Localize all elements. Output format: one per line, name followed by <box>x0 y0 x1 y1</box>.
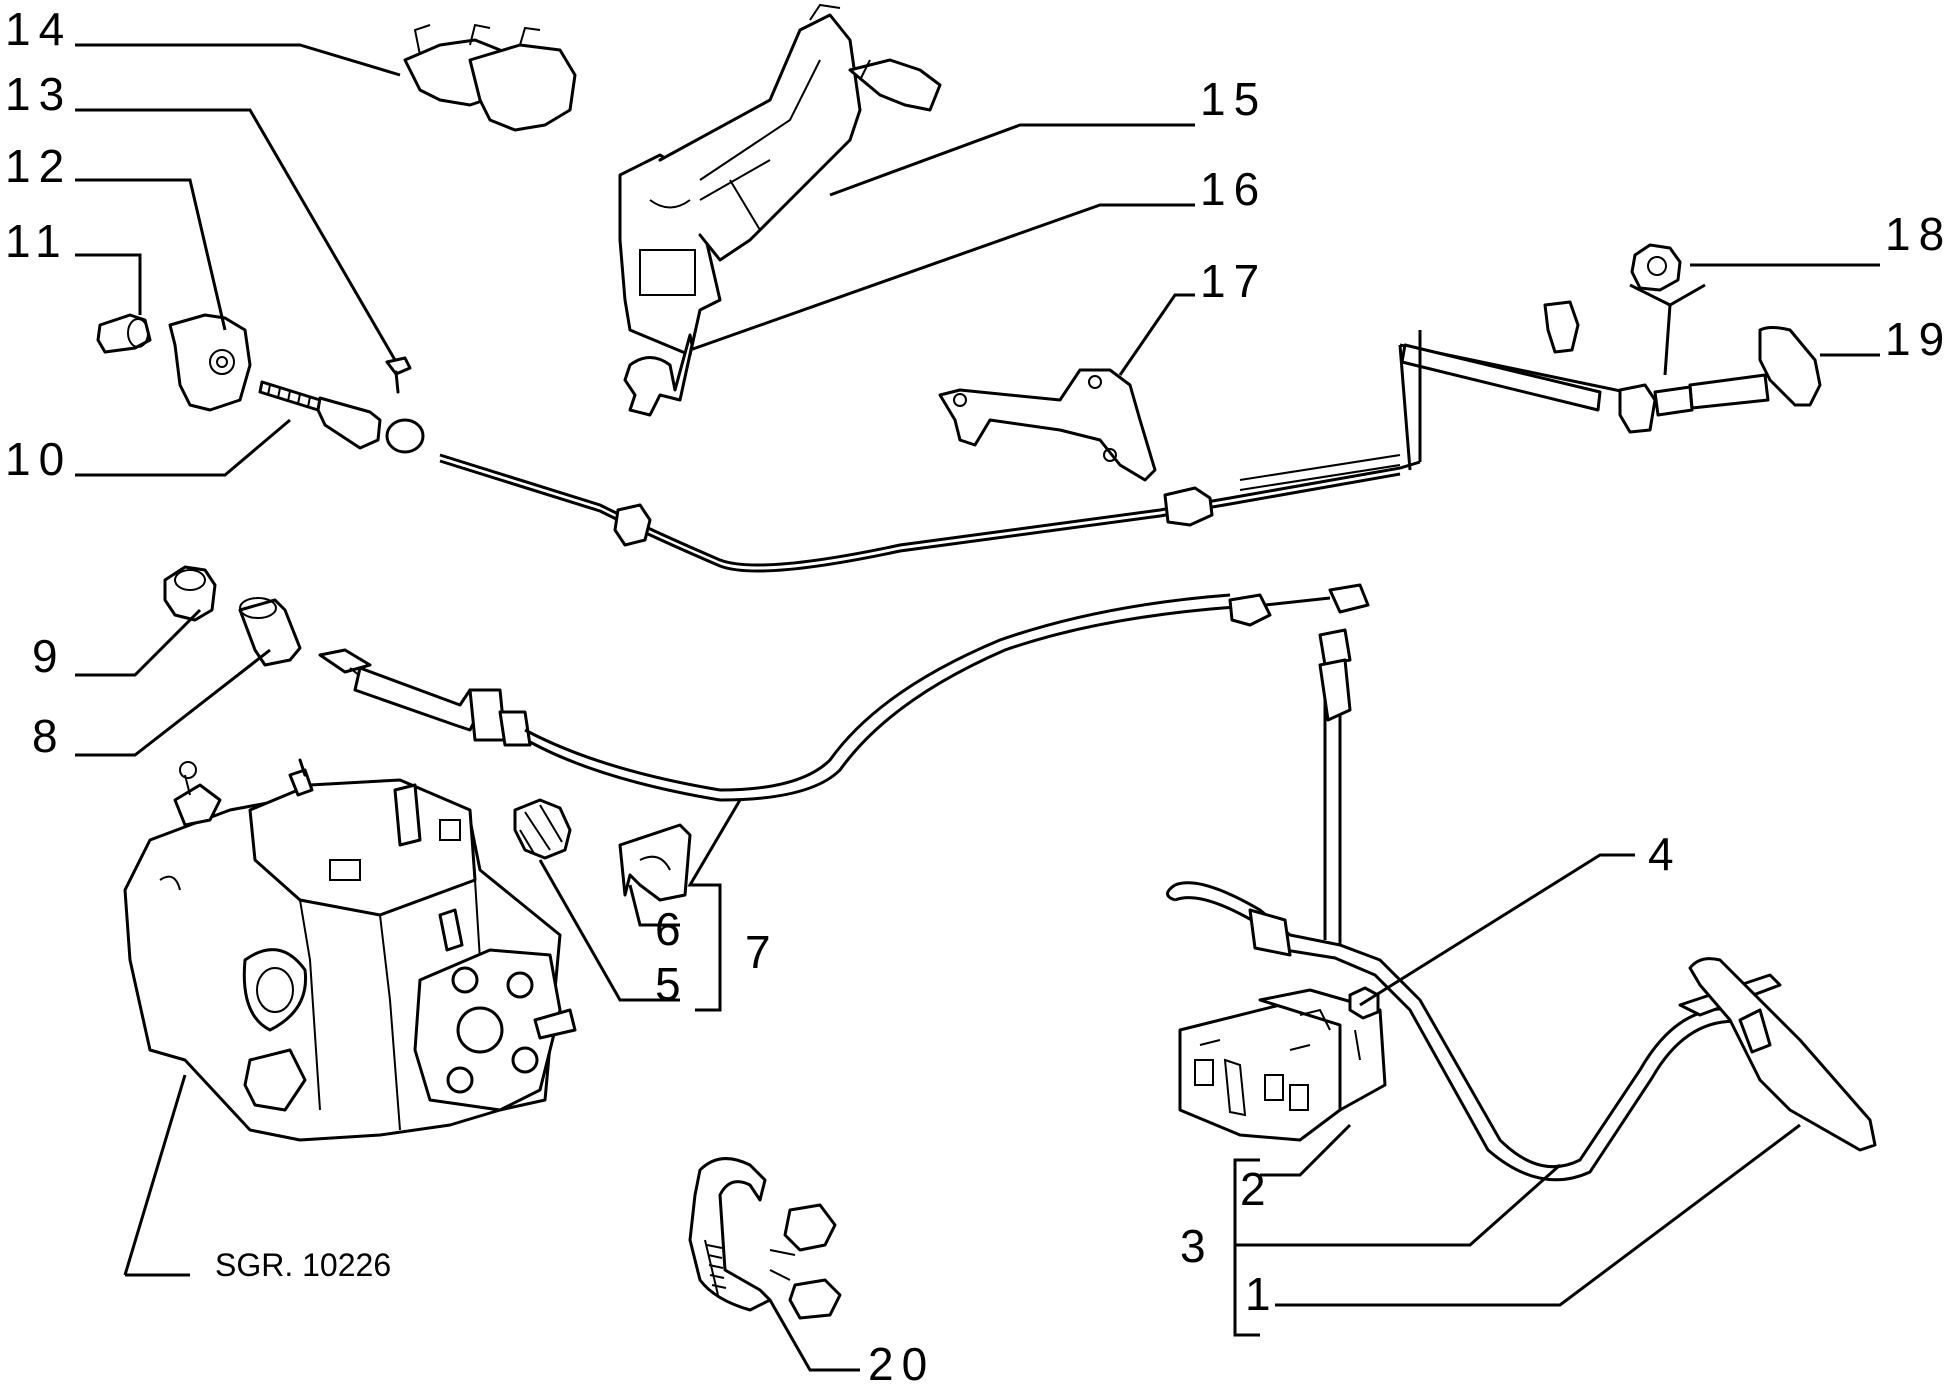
label-19: 19 <box>1885 313 1952 365</box>
label-16: 16 <box>1200 163 1267 215</box>
part-18-nut <box>1630 243 1682 292</box>
part-7-accelerator-cable <box>318 583 1370 802</box>
part-14-double-clip <box>403 23 577 132</box>
part-20-cable-clip <box>688 1157 842 1320</box>
label-15: 15 <box>1200 73 1267 125</box>
label-2: 2 <box>1240 1163 1274 1215</box>
part-9-cap <box>163 565 217 622</box>
part-15-pedal-bracket <box>618 3 942 357</box>
label-8: 8 <box>32 710 66 762</box>
part-13-screw <box>385 356 412 394</box>
part-10-threaded-terminal <box>258 380 425 454</box>
part-1-accelerator-pedal <box>1166 628 1877 1182</box>
label-17: 17 <box>1200 255 1267 307</box>
part-19-hand-throttle-knob <box>1688 326 1822 410</box>
label-11: 11 <box>5 215 69 267</box>
part-6-retaining-clip <box>618 823 692 902</box>
callout-labels: 14 13 12 11 10 15 16 17 18 19 9 8 6 7 5 … <box>5 3 1952 1385</box>
injection-pump <box>123 758 577 1142</box>
leader-lines <box>75 43 1880 1372</box>
label-9: 9 <box>32 630 66 682</box>
label-4: 4 <box>1648 828 1682 880</box>
part-17-support-bracket <box>938 368 1157 482</box>
part-16-clip <box>623 333 694 417</box>
label-10: 10 <box>5 433 72 485</box>
part-2-mounting-block <box>1178 988 1387 1142</box>
label-6: 6 <box>655 903 689 955</box>
part-11-bushing <box>96 313 152 354</box>
reference-code: SGR. 10226 <box>215 1247 391 1283</box>
label-13: 13 <box>5 68 72 120</box>
part-8-sleeve <box>238 597 302 667</box>
label-12: 12 <box>5 140 72 192</box>
label-18: 18 <box>1885 208 1952 260</box>
part-12-lever-plate <box>168 313 252 412</box>
label-20: 20 <box>868 1338 935 1385</box>
label-5: 5 <box>655 958 689 1010</box>
label-1: 1 <box>1245 1268 1279 1320</box>
label-3: 3 <box>1180 1220 1214 1272</box>
part-5-grommet <box>513 798 572 860</box>
label-7: 7 <box>745 926 779 978</box>
hand-throttle-cable <box>439 300 1694 573</box>
label-14: 14 <box>5 3 72 55</box>
